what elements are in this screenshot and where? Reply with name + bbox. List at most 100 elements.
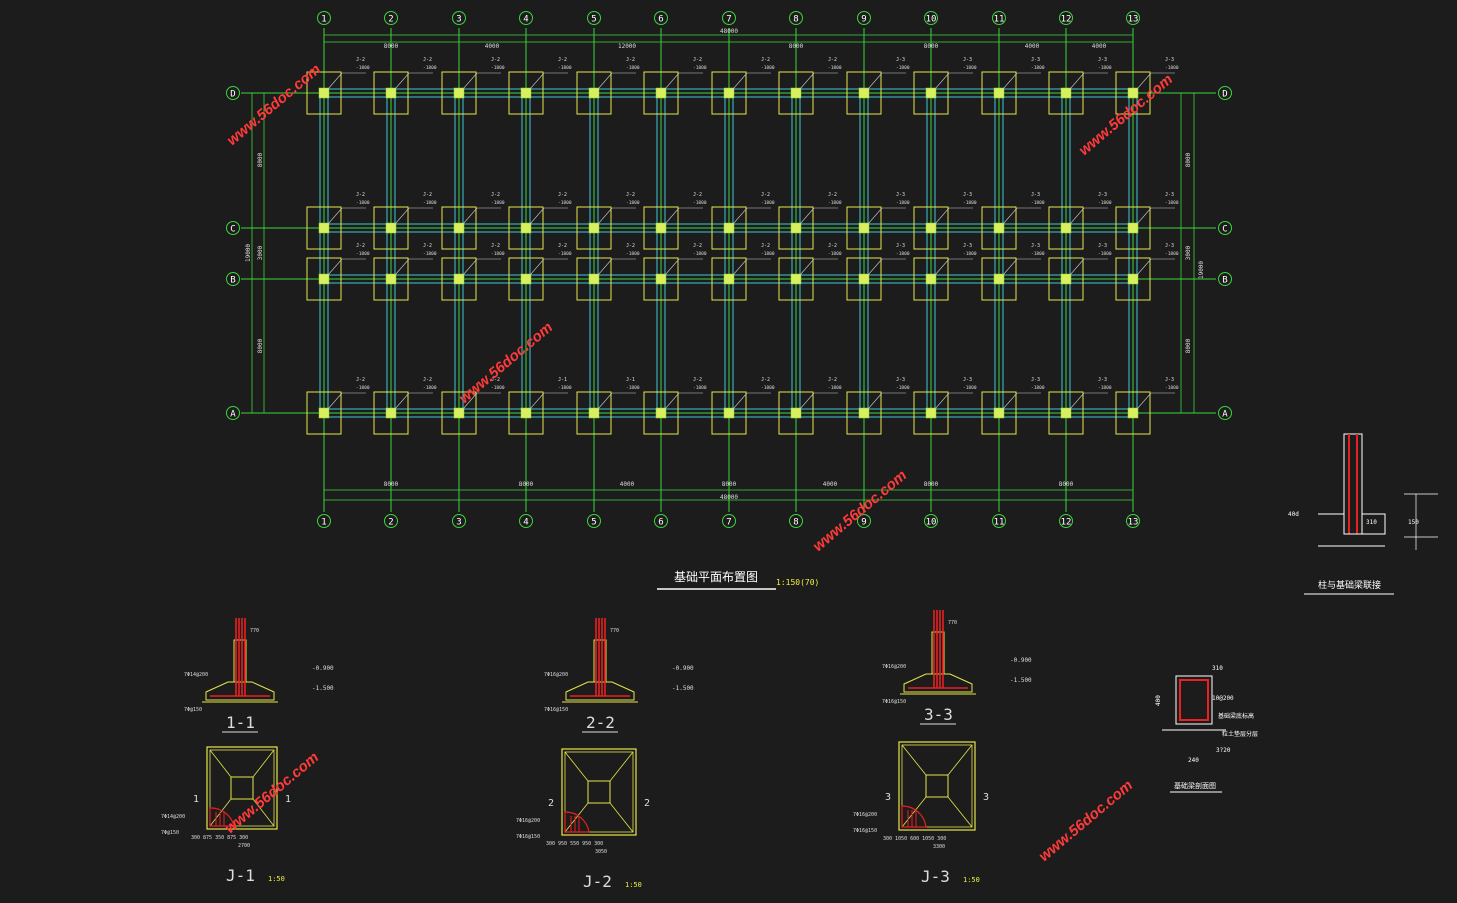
slope-line bbox=[252, 798, 275, 827]
tag-leader bbox=[732, 392, 748, 410]
slope-line bbox=[947, 744, 973, 776]
footing bbox=[576, 257, 612, 301]
column bbox=[318, 407, 330, 419]
footing-elevation: -1800 bbox=[896, 385, 910, 391]
footing bbox=[306, 257, 342, 301]
footing bbox=[846, 206, 882, 250]
tag-leader bbox=[934, 392, 950, 410]
dim-left-label: 8000 bbox=[257, 152, 264, 167]
dim-left-label: 8000 bbox=[257, 338, 264, 353]
axis-right-B: B bbox=[1222, 276, 1227, 286]
plan-rebar-1: 7Φ14@200 bbox=[161, 814, 185, 820]
tag-leader bbox=[597, 207, 613, 225]
beam-bar: 10@200 bbox=[1212, 695, 1234, 702]
footing-tag: J-2 bbox=[626, 243, 635, 249]
section-rebar-bottom: 7Φ@150 bbox=[184, 707, 202, 713]
footing bbox=[373, 71, 409, 115]
section-level-2: -1.500 bbox=[672, 685, 694, 692]
footing-elevation: -1800 bbox=[693, 200, 707, 206]
footing-tag: J-3 bbox=[1031, 243, 1040, 249]
axis-bottom-5: 5 bbox=[591, 518, 596, 528]
column-detail-title: 柱与基础梁联接 bbox=[1318, 579, 1381, 590]
slope-line bbox=[564, 802, 589, 833]
tag-leader bbox=[664, 207, 680, 225]
footing-tag: J-2 bbox=[828, 377, 837, 383]
axis-bottom-5-circle bbox=[587, 514, 601, 528]
cut-mark-right: 3 bbox=[983, 792, 989, 803]
tag-leader bbox=[1069, 392, 1085, 410]
footing-elevation: -1800 bbox=[693, 385, 707, 391]
footing-tag: J-2 bbox=[356, 377, 365, 383]
footing bbox=[643, 391, 679, 435]
plan-total-dim: 3300 bbox=[933, 844, 945, 850]
footing bbox=[306, 71, 342, 115]
tag-leader bbox=[327, 392, 343, 410]
footing bbox=[1115, 71, 1151, 115]
footing-elevation: -1800 bbox=[693, 251, 707, 257]
section-rebar-top: 7Φ16@200 bbox=[544, 672, 568, 678]
footing-tag: J-3 bbox=[1098, 377, 1107, 383]
column-footprint bbox=[587, 780, 611, 804]
column bbox=[655, 407, 667, 419]
footing-elevation: -1800 bbox=[693, 65, 707, 71]
tag-leader bbox=[934, 207, 950, 225]
tag-leader bbox=[664, 258, 680, 276]
footing bbox=[576, 71, 612, 115]
footing bbox=[981, 257, 1017, 301]
footing-tag: J-3 bbox=[896, 377, 905, 383]
footing bbox=[1115, 391, 1151, 435]
slope-line bbox=[209, 749, 232, 778]
axis-right-C-circle bbox=[1218, 221, 1232, 235]
plan-rebar-2: 7Φ@150 bbox=[161, 830, 179, 836]
footing-tag: J-2 bbox=[828, 243, 837, 249]
tag-leader bbox=[664, 72, 680, 90]
beam-dim-low: 3?20 bbox=[1216, 747, 1231, 754]
tag-leader bbox=[1002, 258, 1018, 276]
footing-plan-J-2: 300 950 550 950 30030507Φ16@2007Φ16@1502… bbox=[516, 748, 650, 891]
plan-rebar-1: 7Φ16@200 bbox=[516, 818, 540, 824]
axis-top-10: 10 bbox=[926, 15, 937, 25]
footing-tag: J-3 bbox=[1098, 192, 1107, 198]
dim-top-label: 8000 bbox=[789, 43, 804, 50]
beam-section-outline bbox=[1175, 675, 1213, 725]
section-label: 2-2 bbox=[586, 713, 615, 732]
axis-bottom-1: 1 bbox=[321, 518, 326, 528]
footing bbox=[913, 257, 949, 301]
tag-leader bbox=[1002, 392, 1018, 410]
section-rebar-top: 7Φ16@200 bbox=[882, 664, 906, 670]
column bbox=[858, 407, 870, 419]
footing-elevation: -1800 bbox=[1031, 251, 1045, 257]
footing-elevation: -1800 bbox=[558, 251, 572, 257]
beam-width: 310 bbox=[1212, 665, 1223, 672]
footing-profile bbox=[903, 673, 973, 693]
column bbox=[318, 273, 330, 285]
column bbox=[790, 273, 802, 285]
column bbox=[723, 87, 735, 99]
axis-top-12: 12 bbox=[1061, 15, 1072, 25]
footing bbox=[643, 257, 679, 301]
footing bbox=[913, 391, 949, 435]
tag-leader bbox=[462, 207, 478, 225]
footing bbox=[1048, 206, 1084, 250]
column bbox=[1060, 87, 1072, 99]
beam-stirrup bbox=[1179, 679, 1209, 721]
footing-tag: J-2 bbox=[693, 243, 702, 249]
slope-line bbox=[947, 796, 973, 828]
column-stub bbox=[233, 639, 247, 683]
tag-leader bbox=[462, 392, 478, 410]
column-beam-connection-detail: 40d 310 150 柱与基础梁联接 bbox=[1288, 433, 1438, 595]
axis-top-2-circle bbox=[384, 11, 398, 25]
footing-elevation: -1800 bbox=[1031, 200, 1045, 206]
footing-elevation: -1800 bbox=[626, 65, 640, 71]
axis-bottom-12-circle bbox=[1059, 514, 1073, 528]
tag-leader bbox=[1002, 207, 1018, 225]
axis-bottom-6: 6 bbox=[658, 518, 663, 528]
dim-40d: 40d bbox=[1288, 511, 1299, 518]
tag-leader bbox=[1136, 207, 1152, 225]
column bbox=[588, 273, 600, 285]
dim-bottom-label: 8000 bbox=[924, 481, 939, 488]
tag-leader bbox=[1069, 207, 1085, 225]
footing-elevation: -1800 bbox=[1165, 200, 1179, 206]
slope-line bbox=[252, 749, 275, 778]
axis-bottom-2-circle bbox=[384, 514, 398, 528]
